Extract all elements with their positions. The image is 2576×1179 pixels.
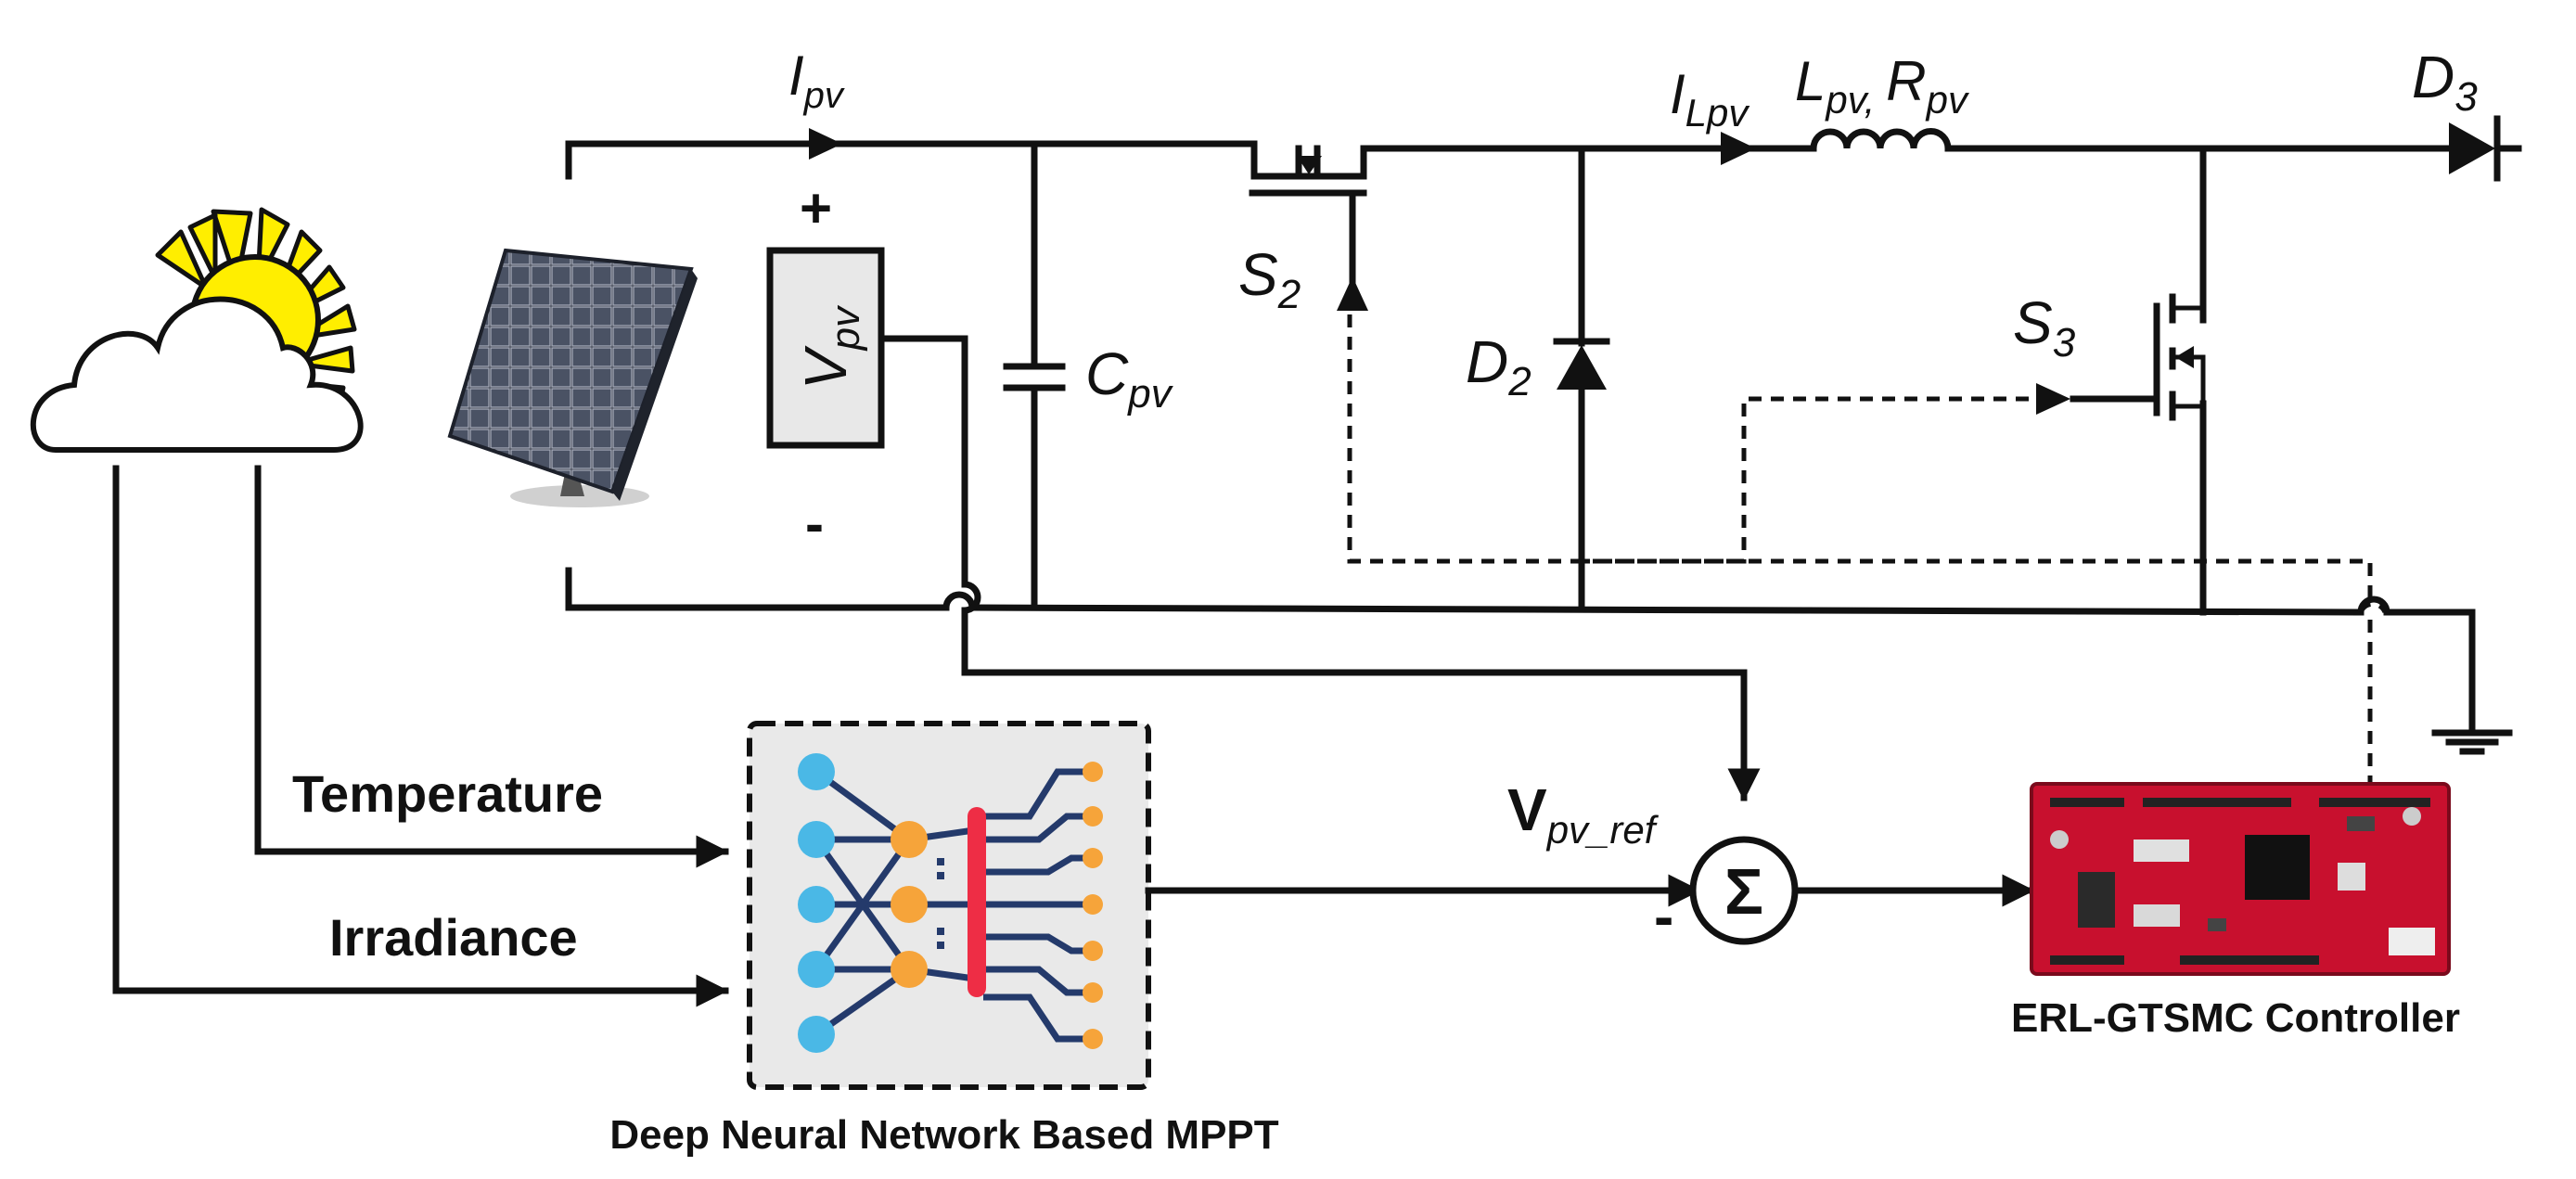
- ipv-label: Ipv: [788, 45, 845, 116]
- ipv-arrow-icon: [809, 128, 842, 160]
- s2-gate-arrow-icon: [1337, 276, 1368, 311]
- power-circuit: [565, 115, 2522, 755]
- s2-label: S2: [1238, 241, 1301, 317]
- sum-minus-sign: -: [1654, 883, 1673, 950]
- dnn-input-nodes: [798, 753, 835, 1053]
- vpv-ref-label: Vpv_ref: [1507, 776, 1660, 852]
- cpv-label: Cpv: [1085, 340, 1174, 416]
- temperature-label: Temperature: [292, 764, 603, 823]
- controller-board-image: [2030, 782, 2451, 976]
- ground-icon: [2431, 729, 2513, 755]
- weather-icon: [30, 207, 364, 453]
- capacitor-cpv: [1003, 363, 1066, 391]
- d2-label: D2: [1466, 328, 1532, 404]
- dnn-hidden-nodes: [891, 821, 928, 988]
- ilpv-arrow-icon: [1721, 132, 1756, 165]
- solar-panel-icon: [447, 248, 698, 507]
- minus-sign: -: [805, 493, 824, 555]
- controller-caption: ERL-GTSMC Controller: [2011, 995, 2460, 1041]
- dnn-output-nodes: [1083, 762, 1103, 1049]
- summing-junction: Σ: [1689, 836, 2035, 945]
- diode-d2: [1553, 338, 1610, 390]
- lpv-rpv-label: Lpv,Rpv: [1795, 50, 1970, 122]
- gate-signals: [1337, 276, 2388, 788]
- dnn-block: [747, 721, 1701, 1090]
- vpv-label: Vpv: [792, 304, 868, 390]
- cloud-icon: [30, 296, 364, 453]
- plus-sign: +: [800, 177, 832, 239]
- s3-label: S3: [2013, 289, 2076, 365]
- labels: Ipv + - Vpv Cpv S2 D2 ILpv Lpv,Rpv S3 D3…: [292, 44, 2478, 1158]
- diode-d3: [2449, 115, 2522, 182]
- switch-s3: [2070, 293, 2206, 421]
- vpv-sensor: [766, 247, 1761, 801]
- inductor-lpv: [1810, 128, 1952, 152]
- switch-s2: [1249, 140, 1367, 301]
- dnn-edges: [814, 768, 1090, 1043]
- sensor-inputs: [112, 465, 729, 1007]
- s3-gate-arrow-icon: [2036, 383, 2070, 415]
- ilpv-label: ILpv: [1670, 63, 1750, 135]
- irradiance-label: Irradiance: [329, 908, 578, 967]
- d3-label: D3: [2412, 44, 2478, 120]
- sigma-symbol: Σ: [1724, 855, 1763, 928]
- dnn-caption: Deep Neural Network Based MPPT: [609, 1112, 1278, 1158]
